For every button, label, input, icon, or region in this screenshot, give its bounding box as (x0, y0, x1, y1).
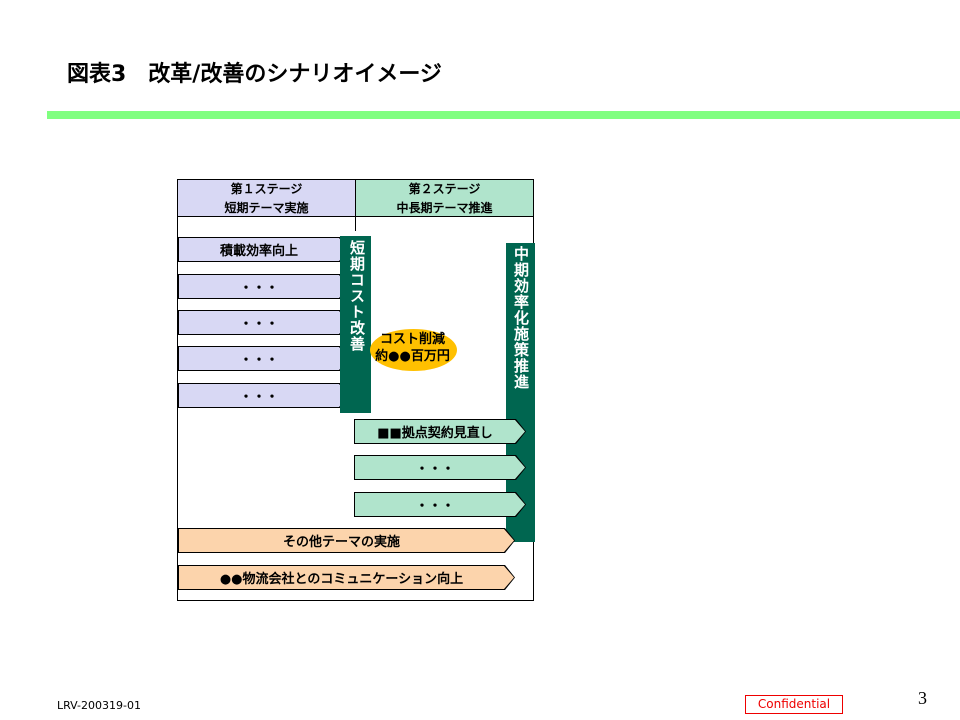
short-term-item: ・・・ (178, 346, 350, 371)
stage2-label: 第２ステージ (408, 182, 481, 196)
item-label: ・・・ (239, 353, 279, 368)
item-label: ・・・ (415, 462, 455, 477)
other-theme-item: ●●物流会社とのコミュニケーション向上 (178, 565, 515, 590)
stage2-subtitle: 中長期テーマ推進 (396, 201, 493, 215)
item-label: ・・・ (239, 281, 279, 296)
stage1-label: 第１ステージ (230, 182, 303, 196)
short-term-item: ・・・ (178, 383, 350, 408)
cost-reduction-line1: コスト削減 (379, 332, 445, 347)
short-term-item: ・・・ (178, 274, 350, 299)
stage-divider (355, 217, 356, 231)
short-term-item: 積載効率向上 (178, 237, 350, 262)
slide-title: 図表3 改革/改善のシナリオイメージ (67, 62, 442, 87)
short-term-item: ・・・ (178, 310, 350, 335)
mid-term-item: ・・・ (354, 492, 526, 517)
item-label: ■■拠点契約見直し (377, 426, 493, 441)
cost-reduction-label: コスト削減 約●●百万円 (360, 331, 465, 365)
item-label: その他テーマの実施 (282, 535, 400, 550)
confidential-label: Confidential (745, 695, 843, 714)
item-label: ・・・ (239, 317, 279, 332)
page-number: 3 (918, 688, 927, 708)
short-term-cost-bar: 短期コスト改善 (340, 236, 371, 413)
stage1-subtitle: 短期テーマ実施 (224, 201, 309, 215)
mid-term-item: ■■拠点契約見直し (354, 419, 526, 444)
title-rule (47, 111, 960, 119)
item-label: ・・・ (239, 390, 279, 405)
document-id: LRV-200319-01 (57, 699, 141, 712)
other-theme-item: その他テーマの実施 (178, 528, 515, 553)
mid-term-item: ・・・ (354, 455, 526, 480)
item-label: ●●物流会社とのコミュニケーション向上 (219, 572, 464, 587)
stage2-header: 第２ステージ 中長期テーマ推進 (355, 179, 534, 217)
stage1-header: 第１ステージ 短期テーマ実施 (177, 179, 356, 217)
item-label: ・・・ (415, 499, 455, 514)
cost-reduction-ellipse (370, 329, 457, 371)
cost-reduction-line2: 約●●百万円 (375, 349, 450, 364)
item-label: 積載効率向上 (219, 244, 298, 259)
